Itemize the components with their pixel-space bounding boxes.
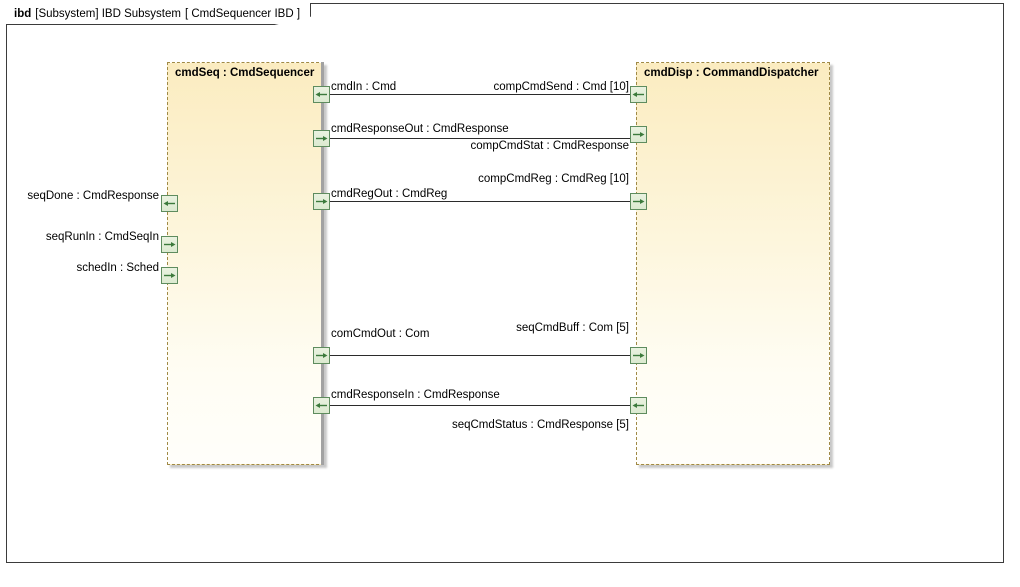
arrow-left-icon — [315, 92, 327, 97]
connector-label-seqcmdstatus: seqCmdStatus : CmdResponse [5] — [451, 419, 629, 431]
port-seqcmdstatus[interactable] — [630, 397, 647, 414]
part-cmdseq-right-edge — [321, 62, 324, 465]
diagram-qualifier-label: [Subsystem] IBD Subsystem — [35, 7, 181, 20]
connector-label-cmdresponsein: cmdResponseIn : CmdResponse — [331, 389, 500, 401]
port-seqcmdbuff[interactable] — [630, 347, 647, 364]
connector-label-compcmdsend: compCmdSend : Cmd [10] — [493, 81, 629, 93]
part-cmdseq[interactable]: cmdSeq : CmdSequencer — [167, 62, 324, 465]
arrow-right-icon — [164, 242, 176, 247]
arrow-right-icon — [633, 199, 645, 204]
port-cmdin[interactable] — [313, 86, 330, 103]
connector-label-cmdregout: cmdRegOut : CmdReg — [331, 188, 448, 200]
diagram-kind-label: ibd — [14, 7, 32, 20]
port-compcmdreg[interactable] — [630, 193, 647, 210]
part-cmddisp[interactable]: cmdDisp : CommandDispatcher — [636, 62, 830, 465]
connector-label-compcmdreg: compCmdReg : CmdReg [10] — [478, 173, 629, 185]
arrow-right-icon — [316, 136, 328, 141]
arrow-left-icon — [163, 201, 175, 206]
connector-cmdregout-compcmdreg[interactable] — [330, 201, 630, 202]
connector-label-cmdresponseout: cmdResponseOut : CmdResponse — [331, 123, 509, 135]
connector-label-comcmdout: comCmdOut : Com — [331, 328, 430, 340]
arrow-right-icon — [164, 273, 176, 278]
connector-label-cmdin: cmdIn : Cmd — [331, 81, 397, 93]
connector-comcmdout-seqcmdbuff[interactable] — [330, 355, 630, 356]
arrow-left-icon — [315, 403, 327, 408]
port-seqrunin[interactable] — [161, 236, 178, 253]
port-schedin[interactable] — [161, 267, 178, 284]
connector-label-seqcmdbuff: seqCmdBuff : Com [5] — [516, 322, 629, 334]
port-cmdresponseout[interactable] — [313, 130, 330, 147]
arrow-right-icon — [633, 132, 645, 137]
arrow-right-icon — [316, 199, 328, 204]
external-port-label-seqdone: seqDone : CmdResponse — [27, 190, 159, 202]
port-compcmdstat[interactable] — [630, 126, 647, 143]
external-port-label-schedin: schedIn : Sched — [76, 262, 159, 274]
port-cmdregout[interactable] — [313, 193, 330, 210]
diagram-frame-header: ibd [Subsystem] IBD Subsystem [ CmdSeque… — [6, 3, 312, 25]
arrow-right-icon — [316, 353, 328, 358]
part-cmddisp-label: cmdDisp : CommandDispatcher — [644, 67, 819, 79]
port-cmdresponsein[interactable] — [313, 397, 330, 414]
connector-label-compcmdstat: compCmdStat : CmdResponse — [470, 140, 629, 152]
connector-cmdresponsein-seqcmdstatus[interactable] — [330, 405, 630, 406]
external-port-label-seqrunin: seqRunIn : CmdSeqIn — [45, 231, 159, 243]
part-cmdseq-label: cmdSeq : CmdSequencer — [175, 67, 315, 79]
port-comcmdout[interactable] — [313, 347, 330, 364]
port-compcmdsend[interactable] — [630, 86, 647, 103]
connector-cmdresponseout-compcmdstat[interactable] — [330, 138, 630, 139]
arrow-left-icon — [632, 403, 644, 408]
arrow-right-icon — [633, 353, 645, 358]
connector-cmdin-compcmdsend[interactable] — [330, 94, 630, 95]
arrow-left-icon — [632, 92, 644, 97]
diagram-name-label: [ CmdSequencer IBD ] — [184, 7, 301, 20]
port-seqdone[interactable] — [161, 195, 178, 212]
